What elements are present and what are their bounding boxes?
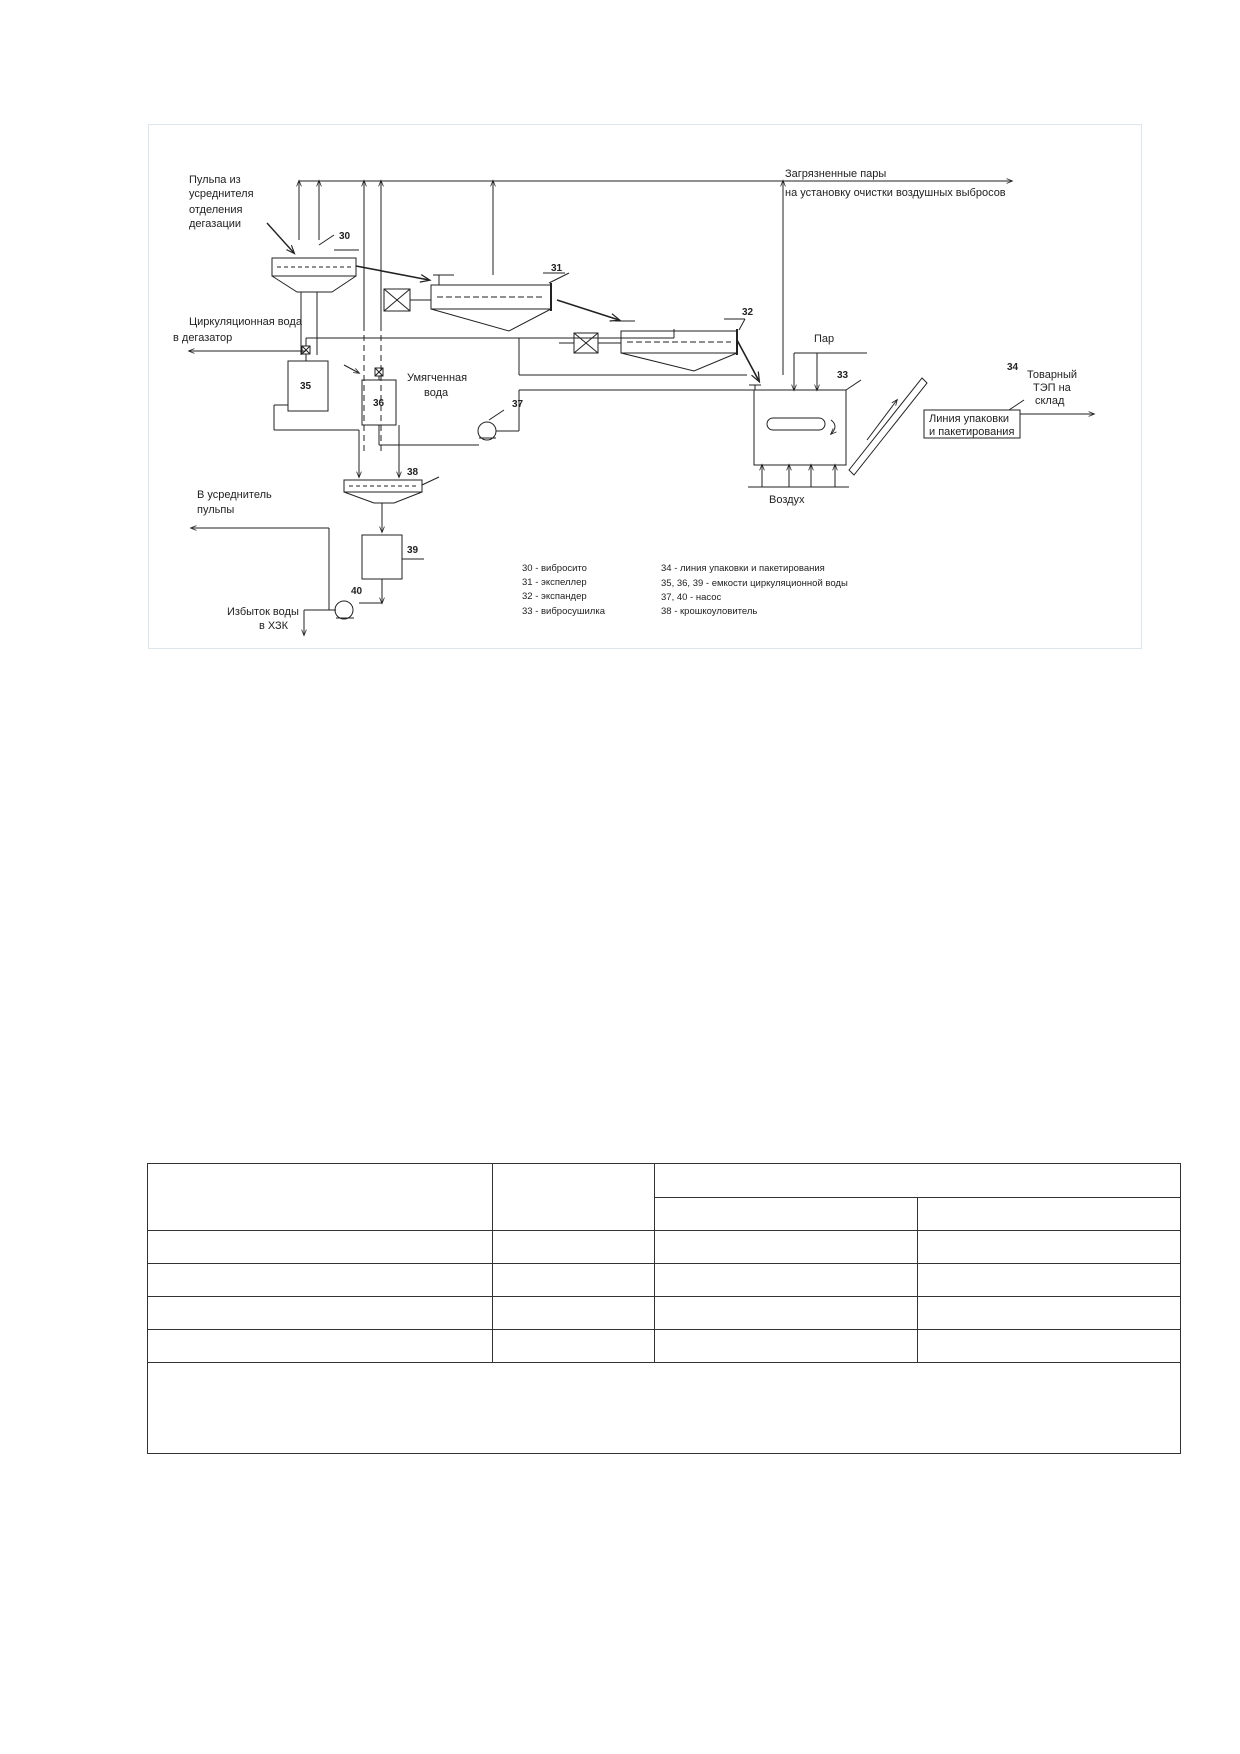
legend-item: 30 - вибросито [522, 563, 587, 574]
vibrating-screen-30 [271, 257, 357, 355]
legend-item: 35, 36, 39 - емкости циркуляционной воды [661, 578, 848, 589]
label-circ-water-2: в дегазатор [173, 332, 232, 344]
legend-item: 38 - крошкоуловитель [661, 606, 757, 617]
table-row [147, 1329, 1181, 1363]
equipment-number-32: 32 [742, 307, 754, 318]
label-product-3: склад [1035, 395, 1065, 407]
vibrating-dryer-33 [749, 384, 847, 466]
label-softened-2: вода [424, 387, 449, 399]
label-softened-1: Умягченная [407, 372, 467, 384]
label-vapors-1: Загрязненные пары [785, 168, 886, 180]
table-row [147, 1263, 1181, 1297]
label-pulp-3: отделения [189, 204, 242, 216]
label-excess-water-1: Избыток воды [227, 606, 299, 618]
equipment-number-38: 38 [407, 467, 419, 478]
label-pulp-2: усреднителя [189, 188, 254, 200]
pump-37 [477, 421, 497, 441]
label-pulp-1: Пульпа из [189, 174, 241, 186]
empty-data-table [147, 1163, 1181, 1454]
label-circ-water-1: Циркуляционная вода [189, 316, 303, 328]
label-to-equalizer-1: В усреднитель [197, 489, 272, 501]
label-packing-2: и пакетирования [929, 426, 1014, 438]
equipment-number-36: 36 [373, 398, 385, 409]
packing-line-34 [923, 409, 1021, 439]
expeller-31 [383, 272, 565, 332]
label-to-equalizer-2: пульпы [197, 504, 234, 516]
tank-39 [361, 534, 403, 580]
table-header-subrow [148, 1196, 1181, 1231]
equipment-number-40: 40 [351, 586, 363, 597]
equipment-number-35: 35 [300, 381, 312, 392]
tank-35 [287, 360, 329, 412]
equipment-number-30: 30 [339, 231, 351, 242]
legend-item: 34 - линия упаковки и пакетирования [661, 563, 825, 574]
legend-item: 32 - экспандер [522, 591, 587, 602]
equipment-number-37: 37 [512, 399, 524, 410]
equipment-number-39: 39 [407, 545, 419, 556]
legend-item: 37, 40 - насос [661, 592, 722, 603]
equipment-number-33: 33 [837, 370, 849, 381]
pump-40 [334, 600, 354, 620]
table-header-row [147, 1163, 1181, 1231]
label-air: Воздух [769, 494, 805, 506]
label-excess-water-2: в ХЗК [259, 620, 289, 632]
label-vapors-2: на установку очистки воздушных выбросов [785, 187, 1006, 199]
process-flow-diagram: Пульпа из усреднителя отделения дегазаци… [148, 124, 1142, 649]
label-product-1: Товарный [1027, 369, 1077, 381]
label-packing-1: Линия упаковки [929, 413, 1009, 425]
crumb-catcher-38 [343, 479, 423, 504]
table-note [147, 1362, 1181, 1454]
legend-item: 33 - вибросушилка [522, 606, 606, 617]
label-pulp-4: дегазации [189, 218, 241, 230]
label-product-2: ТЭП на [1033, 382, 1072, 394]
table-row [147, 1230, 1181, 1264]
table-note-row [147, 1362, 1181, 1454]
legend-item: 31 - экспеллер [522, 577, 587, 588]
equipment-number-31: 31 [551, 263, 563, 274]
label-steam: Пар [814, 333, 834, 345]
expander-32 [559, 318, 745, 372]
equipment-number-34: 34 [1007, 362, 1019, 373]
table-row [147, 1296, 1181, 1330]
